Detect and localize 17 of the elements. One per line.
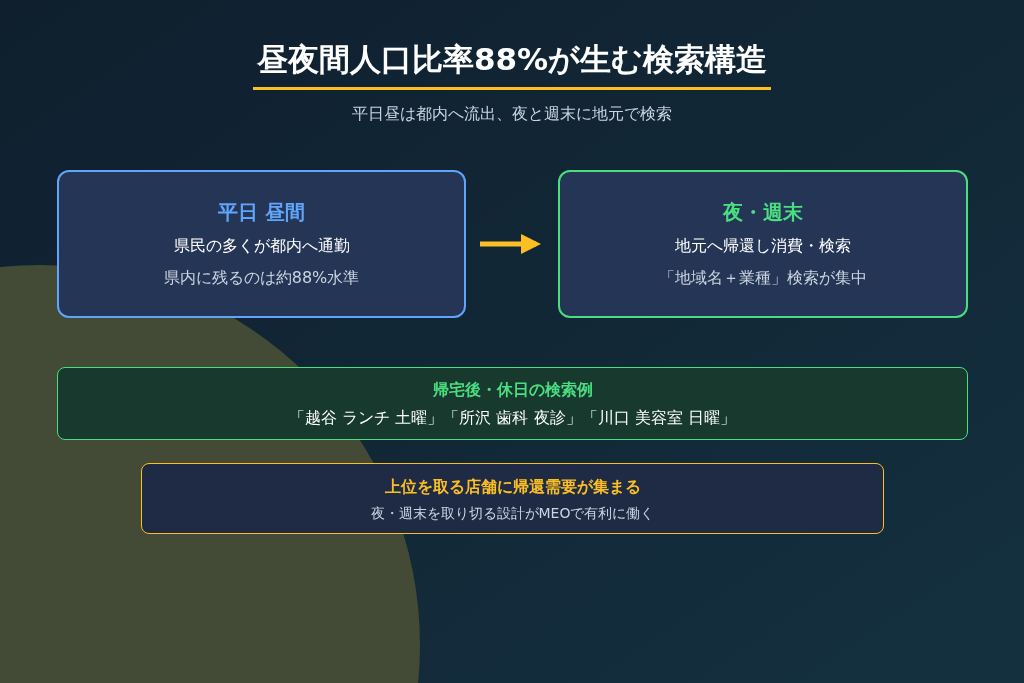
text-box [57,170,466,318]
note-text: 「地域名＋業種」検索が集中 [659,267,867,289]
note-text: 県内に残るのは約88%水準 [163,267,360,289]
body-text: 「越谷 ランチ 土曜」「所沢 歯科 夜診」「川口 美容室 日曜」 [289,406,736,429]
heading: 上位を取る店舗に帰還需要が集まる [384,475,641,498]
heading: 平日 昼間 [218,199,305,226]
text-box [141,463,884,534]
text-box [57,367,968,440]
body-text: 地元へ帰還し消費・検索 [675,235,851,257]
title: 昼夜間人口比率88%が生む検索構造 [252,36,772,90]
heading: 夜・週末 [723,199,803,226]
body-text: 県民の多くが都内へ通勤 [173,235,350,257]
arrow [480,234,541,254]
heading: 帰宅後・休日の検索例 [432,378,593,401]
body-text: 夜・週末を取り切る設計がMEOで有利に働く [370,503,655,523]
subtitle: 平日昼は都内へ流出、夜と週末に地元で検索 [352,102,672,125]
text-box [558,170,968,318]
